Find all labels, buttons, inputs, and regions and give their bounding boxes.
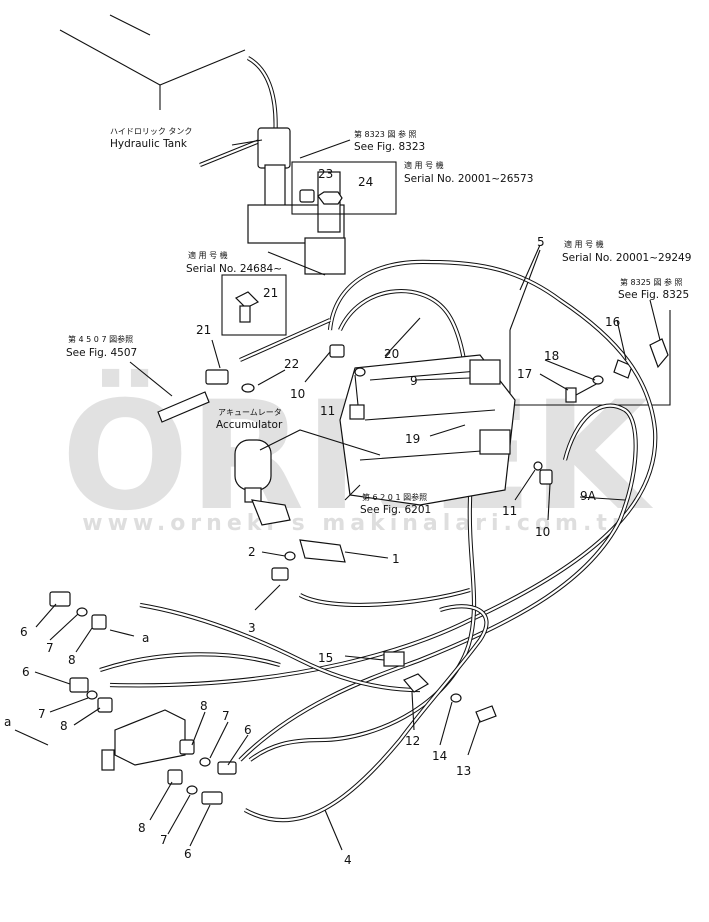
part-label-5: 5 bbox=[537, 235, 545, 249]
part-label-6b: 6 bbox=[22, 665, 30, 679]
caption-fig8323: See Fig. 8323 bbox=[354, 141, 425, 153]
part-label-7a: 7 bbox=[46, 641, 54, 655]
caption-fig4507: See Fig. 4507 bbox=[66, 347, 137, 359]
watermark-url: www.orneki s makinalari.com.tr bbox=[82, 511, 627, 536]
part-label-19: 19 bbox=[405, 432, 420, 446]
accumulator bbox=[234, 439, 291, 526]
caption-accumulator-jp: アキュームレータ bbox=[218, 408, 282, 417]
part-label-8b: 8 bbox=[60, 719, 68, 733]
ref-label-a1: a bbox=[142, 631, 149, 645]
block-part-1 bbox=[271, 539, 346, 581]
part-label-9a: 9A bbox=[580, 489, 597, 503]
caption-serial-c-jp: 適 用 号 機 bbox=[564, 239, 604, 249]
part-label-14: 14 bbox=[432, 749, 447, 763]
caption-serial-a-jp: 適 用 号 機 bbox=[404, 160, 444, 170]
part-label-16: 16 bbox=[605, 315, 620, 329]
left-fittings bbox=[157, 344, 366, 423]
part-label-21a: 21 bbox=[263, 286, 278, 300]
part-label-8a: 8 bbox=[68, 653, 76, 667]
hydraulic-tank bbox=[59, 14, 346, 275]
part-label-9: 9 bbox=[410, 374, 418, 388]
part-label-1: 1 bbox=[392, 552, 400, 566]
part-label-2: 2 bbox=[248, 545, 256, 559]
caption-fig8325-jp: 第 8325 図 参 照 bbox=[620, 277, 683, 287]
caption-accumulator: Accumulator bbox=[216, 419, 283, 431]
part-label-12: 12 bbox=[405, 734, 420, 748]
part-label-8c: 8 bbox=[200, 699, 208, 713]
caption-hydraulic-tank-jp: ハイドロリック タンク bbox=[110, 127, 192, 136]
part-label-8d: 8 bbox=[138, 821, 146, 835]
hose-set bbox=[99, 259, 658, 823]
leader-lines bbox=[14, 139, 661, 851]
part-label-10b: 10 bbox=[535, 525, 550, 539]
caption-serial-b-jp: 適 用 号 機 bbox=[188, 250, 228, 260]
inset-serial-a bbox=[291, 161, 397, 215]
caption-hydraulic-tank: Hydraulic Tank bbox=[110, 138, 188, 150]
caption-fig4507-jp: 第 4 5 0 7 図参照 bbox=[68, 334, 133, 344]
part-label-11b: 11 bbox=[502, 504, 517, 518]
caption-fig6201-jp: 第 6 2 0 1 図参照 bbox=[362, 492, 427, 502]
part-label-6a: 6 bbox=[20, 625, 28, 639]
part-label-22: 22 bbox=[284, 357, 299, 371]
part-label-6d: 6 bbox=[184, 847, 192, 861]
part-label-20: 20 bbox=[384, 347, 399, 361]
part-label-13: 13 bbox=[456, 764, 471, 778]
caption-serial-a: Serial No. 20001~26573 bbox=[404, 173, 533, 185]
left-block bbox=[49, 591, 237, 805]
part-label-7d: 7 bbox=[160, 833, 168, 847]
part-label-4: 4 bbox=[344, 853, 352, 867]
clamp-assembly bbox=[383, 461, 553, 723]
part-label-17: 17 bbox=[517, 367, 532, 381]
caption-fig8325: See Fig. 8325 bbox=[618, 289, 689, 301]
inset-serial-c bbox=[509, 249, 671, 406]
part-label-21b: 21 bbox=[196, 323, 211, 337]
part-label-10a: 10 bbox=[290, 387, 305, 401]
part-label-15: 15 bbox=[318, 651, 333, 665]
part-label-18: 18 bbox=[544, 349, 559, 363]
caption-fig6201: See Fig. 6201 bbox=[360, 504, 431, 516]
part-label-23: 23 bbox=[318, 167, 333, 181]
ref-label-a2: a bbox=[4, 715, 11, 729]
inset-serial-b bbox=[221, 274, 287, 336]
caption-fig8323-jp: 第 8323 図 参 照 bbox=[354, 129, 417, 139]
part-label-24: 24 bbox=[358, 175, 373, 189]
part-label-7b: 7 bbox=[38, 707, 46, 721]
part-label-3: 3 bbox=[248, 621, 256, 635]
caption-serial-c: Serial No. 20001~29249 bbox=[562, 252, 691, 264]
control-valve bbox=[339, 354, 516, 506]
caption-serial-b: Serial No. 24684~ bbox=[186, 263, 282, 275]
part-label-6c: 6 bbox=[244, 723, 252, 737]
part-label-11a: 11 bbox=[320, 404, 335, 418]
part-label-7c: 7 bbox=[222, 709, 230, 723]
